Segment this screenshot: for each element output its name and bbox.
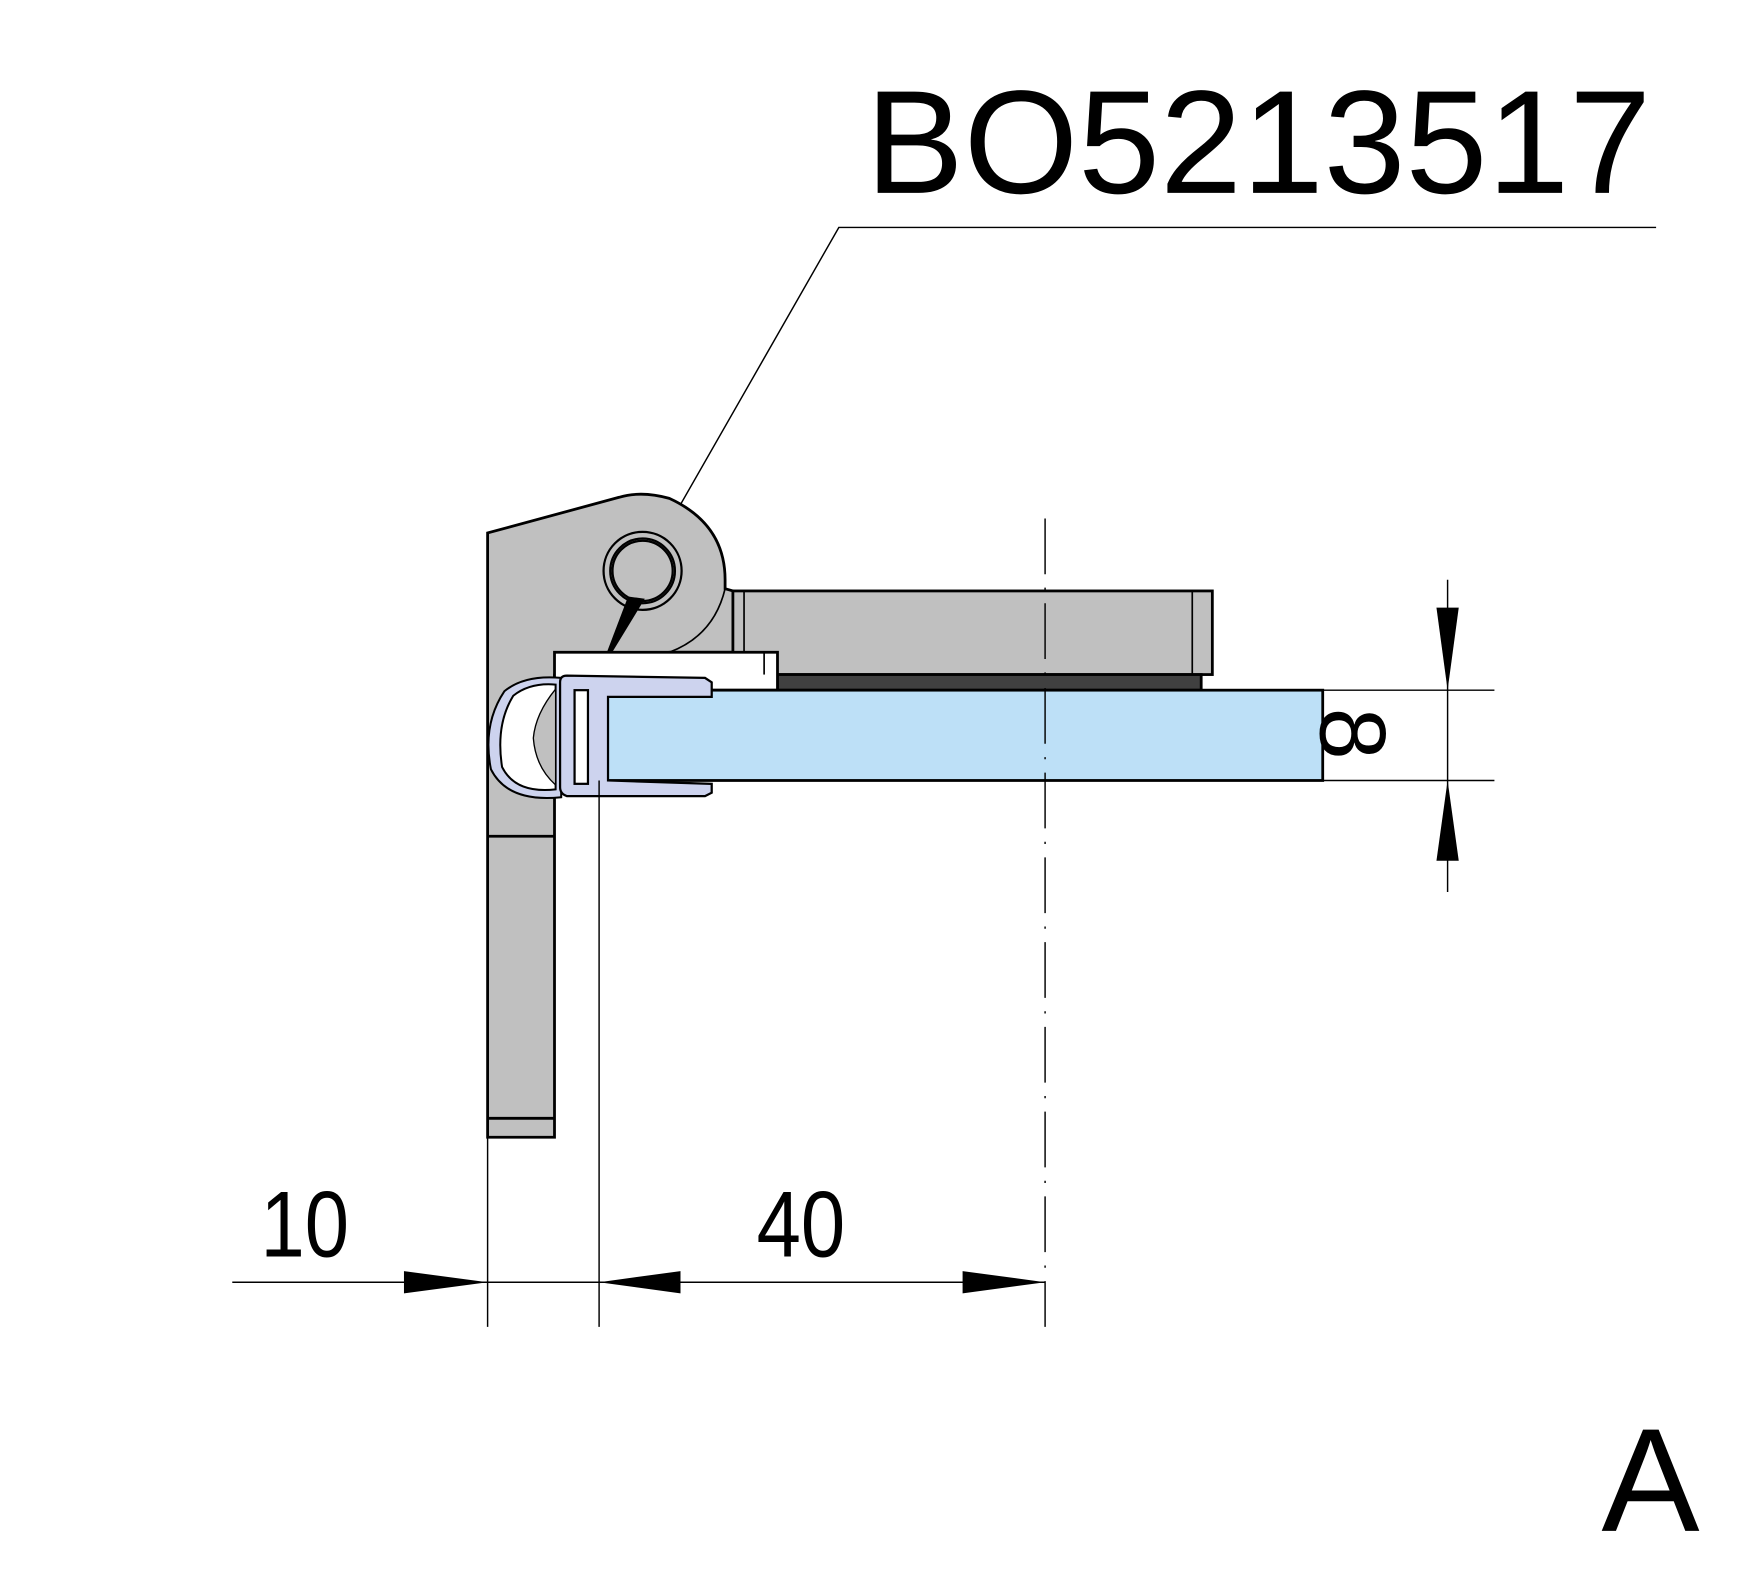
clamp-block — [553, 589, 1214, 692]
arrow-right-icon — [403, 1271, 488, 1294]
leader-line — [624, 226, 1657, 603]
dimension-glass-thickness: 8 — [1300, 708, 1405, 760]
bubble-seal — [487, 676, 563, 799]
dimension-axis-distance: 40 — [757, 1173, 846, 1278]
u-profile-seal — [558, 674, 713, 798]
arrow-left-icon — [599, 1271, 681, 1294]
view-label: A — [1601, 1399, 1699, 1563]
horizontal-dimension — [232, 780, 1046, 1327]
dimension-offset: 10 — [260, 1173, 349, 1278]
part-number-label: BO5213517 — [866, 61, 1652, 225]
arrow-down-icon — [1436, 607, 1459, 691]
glass-panel — [597, 688, 1325, 782]
arrow-right-icon — [962, 1271, 1046, 1294]
arrow-up-icon — [1436, 780, 1459, 861]
hinge-wall-plate — [486, 492, 735, 1139]
